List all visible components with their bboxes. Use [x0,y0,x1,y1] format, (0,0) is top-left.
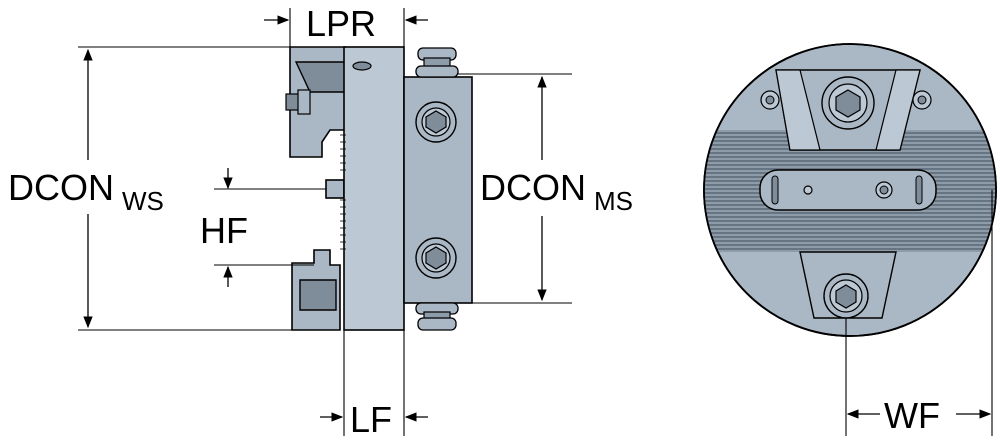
lower-bracket-face [299,279,337,311]
hf-label: HF [200,210,248,251]
wf-label: WF [884,395,940,436]
serrations [340,134,346,250]
bracket-screw-icon [285,89,311,115]
small-hole-icon [803,185,813,195]
dcon-ws-label: DCON [8,167,114,208]
dcon-ws-subscript: WS [122,186,164,216]
side-screw-icon [760,90,780,110]
center-body [343,46,405,331]
dcon-ms-subscript: MS [594,186,633,216]
hex-screw-icon [415,237,457,279]
hex-screw-icon [415,101,457,143]
end-view: WF [703,43,997,436]
top-clamp-icon [415,47,459,78]
side-screw-icon [912,90,932,110]
bottom-clamp-icon [415,302,459,331]
body-slot [352,61,372,71]
center-slot-bar [759,169,937,211]
side-view: DCON WS HF LPR DCON MS LF [8,3,660,440]
lpr-label: LPR [306,3,376,44]
hex-screw-icon [823,273,869,319]
dcon-ms-label: DCON [480,167,586,208]
hex-screw-icon [821,76,875,130]
lf-label: LF [350,399,392,440]
locating-pin [325,179,345,199]
